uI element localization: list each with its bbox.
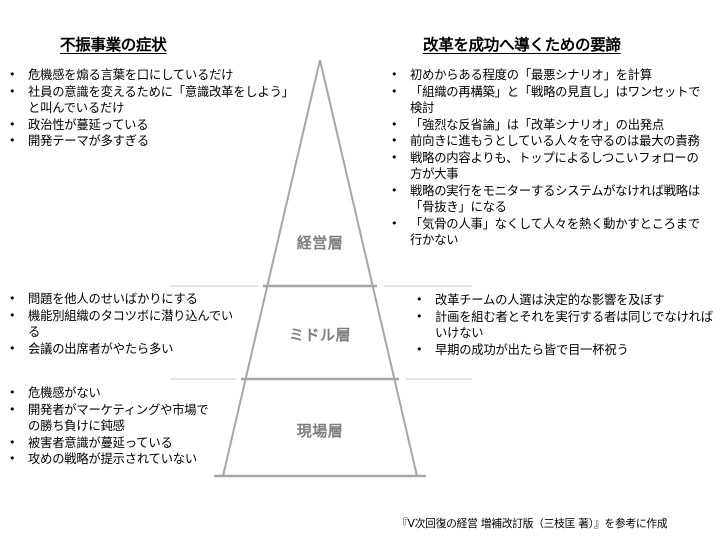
pyramid-right-edge bbox=[319, 59, 418, 477]
list-item: 戦略の内容よりも、トップによるしつこいフォローの方が大事 bbox=[388, 150, 710, 183]
list-item: 「組織の再構築」と「戦略の見直し」はワンセットで検討 bbox=[388, 84, 710, 117]
source-note: 『V次回復の経営 増補改訂版（三枝匡 著）』を参考に作成 bbox=[397, 517, 668, 530]
list-item: 攻めの戦略が提示されていない bbox=[6, 451, 211, 468]
middle-symptoms-list: 問題を他人のせいばかりにする 機能別組織のタコツボに潜り込んでいる 会議の出席者… bbox=[6, 291, 238, 357]
list-item: 問題を他人のせいばかりにする bbox=[6, 291, 238, 308]
layer-label-field: 現場層 bbox=[296, 422, 344, 440]
list-item: 社員の意識を変えるために「意識改革をしよう」と叫んでいるだけ bbox=[6, 84, 291, 117]
list-item: 会議の出席者がやたら多い bbox=[6, 341, 238, 358]
layer-label-middle: ミドル層 bbox=[288, 326, 352, 344]
list-item: 計画を組む者とそれを実行する者は同じでなければいけない bbox=[413, 309, 713, 342]
field-symptoms-list: 危機感がない 開発者がマーケティングや市場での勝ち負けに鈍感 被害者意識が蔓延っ… bbox=[6, 385, 211, 468]
list-item: 危機感を煽る言葉を口にしているだけ bbox=[6, 67, 291, 84]
heading-symptoms: 不振事業の症状 bbox=[60, 36, 167, 54]
layer-label-executive: 経営層 bbox=[296, 234, 344, 252]
list-item: 「気骨の人事」なくして人々を熱く動かすところまで行かない bbox=[388, 216, 710, 249]
list-item: 危機感がない bbox=[6, 385, 211, 402]
list-item: 被害者意識が蔓延っている bbox=[6, 435, 211, 452]
list-item: 開発テーマが多すぎる bbox=[6, 133, 291, 150]
executive-keys-list: 初めからある程度の「最悪シナリオ」を計算 「組織の再構築」と「戦略の見直し」はワ… bbox=[388, 67, 710, 249]
list-item: 早期の成功が出たら皆で目一杯祝う bbox=[413, 342, 713, 359]
executive-symptoms-list: 危機感を煽る言葉を口にしているだけ 社員の意識を変えるために「意識改革をしよう」… bbox=[6, 67, 291, 150]
middle-keys-list: 改革チームの人選は決定的な影響を及ぼす 計画を組む者とそれを実行する者は同じでな… bbox=[413, 292, 713, 358]
list-item: 改革チームの人選は決定的な影響を及ぼす bbox=[413, 292, 713, 309]
list-item: 政治性が蔓延っている bbox=[6, 117, 291, 134]
pyramid-left-edge bbox=[222, 59, 321, 477]
heading-keys: 改革を成功へ導くための要諦 bbox=[423, 36, 621, 54]
list-item: 戦略の実行をモニターするシステムがなければ戦略は「骨抜き」になる bbox=[388, 183, 710, 216]
list-item: 機能別組織のタコツボに潜り込んでいる bbox=[6, 308, 238, 341]
list-item: 初めからある程度の「最悪シナリオ」を計算 bbox=[388, 67, 710, 84]
list-item: 「強烈な反省論」は「改革シナリオ」の出発点 bbox=[388, 117, 710, 134]
list-item: 前向きに進もうとしている人々を守るのは最大の責務 bbox=[388, 133, 710, 150]
list-item: 開発者がマーケティングや市場での勝ち負けに鈍感 bbox=[6, 402, 211, 435]
